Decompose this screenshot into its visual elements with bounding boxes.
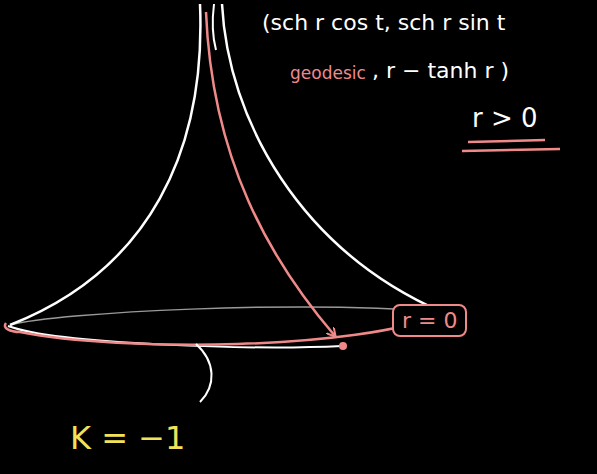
rim-geodesic [5, 314, 442, 345]
rim-back [10, 307, 442, 325]
rim-point [339, 342, 347, 350]
geodesic-note: geodesic [290, 64, 366, 84]
leader-line [196, 344, 212, 402]
meridian-curve [206, 12, 335, 336]
surface-outline [222, 4, 442, 312]
underline [468, 140, 545, 142]
parametrization-text: (sch r cos t, sch r sin t [262, 10, 505, 35]
underline [462, 149, 560, 151]
boundary-label: r = 0 [392, 304, 467, 337]
curvature-label: K = −1 [70, 420, 185, 457]
surface-outline [213, 4, 216, 50]
domain-condition: r > 0 [472, 104, 538, 134]
surface-outline [10, 4, 200, 325]
parametrization-text: , r − tanh r ) [372, 58, 509, 83]
